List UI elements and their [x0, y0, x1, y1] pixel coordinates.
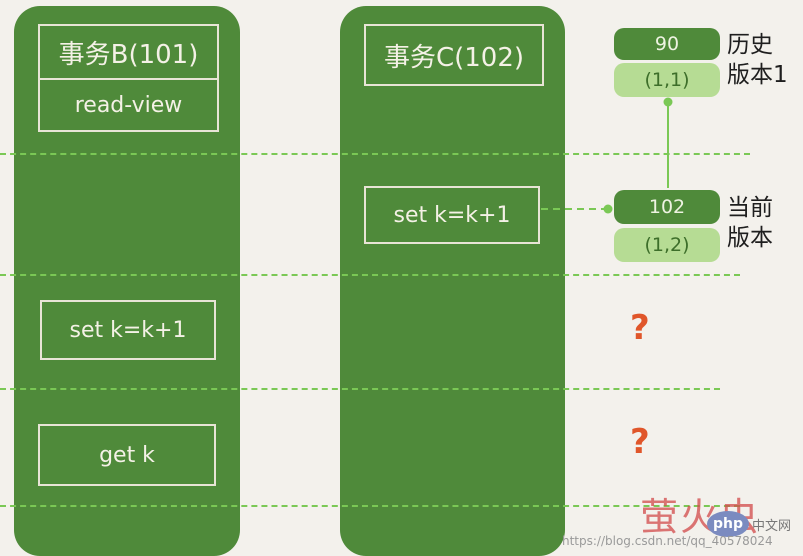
watermark-badge-text: 中文网: [752, 519, 792, 534]
watermark-php-badge: php: [707, 511, 749, 537]
transaction-b-read-view: read-view: [38, 78, 219, 132]
history-version-label: 历史 版本1: [727, 30, 803, 90]
update-arrow-head: [603, 204, 613, 214]
watermark-url: https://blog.csdn.net/qq_40578024: [562, 534, 773, 548]
current-label-line2: 版本: [727, 225, 773, 251]
history-label-line2: 版本1: [727, 62, 788, 88]
current-label-line1: 当前: [727, 195, 773, 221]
transaction-c-set-step: set k=k+1: [364, 186, 540, 244]
time-separator-1: [0, 153, 750, 155]
transaction-b-column: [14, 6, 240, 556]
time-separator-3: [0, 388, 720, 390]
transaction-c-column: [340, 6, 565, 556]
current-version-value: 102: [614, 190, 720, 224]
history-label-line1: 历史: [727, 32, 773, 58]
history-version-row: (1,1): [614, 63, 720, 97]
history-version-value: 90: [614, 28, 720, 60]
transaction-b-title: 事务B(101): [38, 24, 219, 80]
time-separator-4: [0, 505, 740, 507]
current-version-row: (1,2): [614, 228, 720, 262]
time-separator-2: [0, 274, 740, 276]
current-version-label: 当前 版本: [727, 193, 803, 253]
transaction-c-title: 事务C(102): [364, 24, 544, 86]
undo-log-arrow-head: [663, 97, 673, 107]
unknown-version-1: ?: [630, 308, 650, 348]
unknown-version-2: ?: [630, 422, 650, 462]
transaction-b-get-step: get k: [38, 424, 216, 486]
transaction-b-set-step: set k=k+1: [40, 300, 216, 360]
